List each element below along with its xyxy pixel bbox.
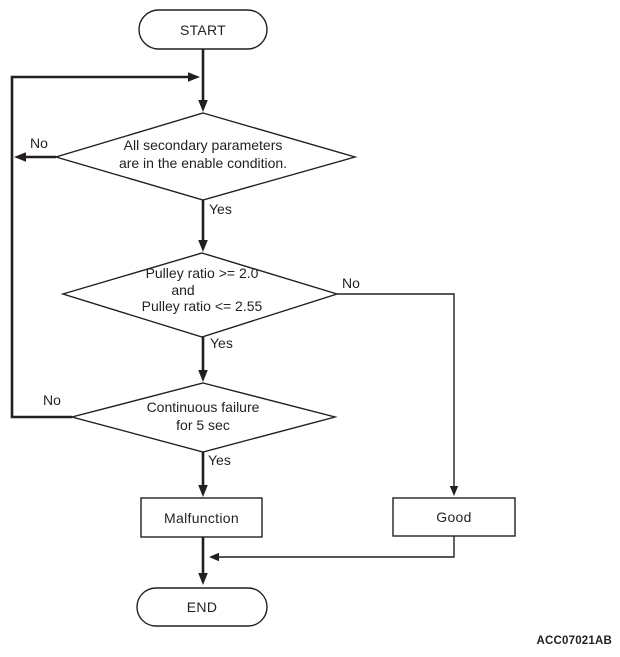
decision2-text-line1: Pulley ratio >= 2.0 [145, 265, 259, 281]
decision3-diamond-shape [69, 382, 338, 453]
decision1-text-line1: All secondary parameters [123, 137, 283, 153]
malfunction-box-shape [140, 497, 263, 538]
good-box-shape [392, 497, 516, 537]
connector-decision2-no-to-good [337, 293, 455, 487]
start-node-shape [138, 9, 268, 50]
decision1-text: All secondary parameters are in the enab… [53, 137, 353, 172]
decision2-text-line3: Pulley ratio <= 2.55 [141, 298, 263, 314]
connector-good-to-merge [218, 536, 455, 558]
decision3-no-label: No [43, 392, 61, 408]
decision3-text-line2: for 5 sec [176, 416, 230, 433]
decision3-yes-label: Yes [208, 452, 231, 468]
decision1-diamond-shape [53, 112, 358, 201]
decision1-no-label: No [30, 135, 48, 151]
main-flow-connectors [10, 49, 205, 574]
arrowhead-good-into-merge [209, 552, 219, 562]
good-box-label: Good [436, 509, 472, 525]
arrowhead-loop-into-main-line [188, 72, 200, 82]
decision1-yes-label: Yes [209, 201, 232, 217]
arrowheads [14, 72, 459, 585]
malfunction-box-label: Malfunction [164, 509, 239, 526]
decision3-text-line1: Continuous failure [146, 399, 260, 415]
arrowhead-into-good [449, 486, 459, 496]
arrowhead-into-decision2 [198, 240, 208, 252]
decision2-diamond-shape [60, 252, 340, 338]
end-node-shape [136, 587, 268, 627]
connector-feedback-loop [10, 75, 189, 419]
decision2-no-label: No [342, 275, 360, 291]
arrowhead-into-decision1 [198, 100, 208, 112]
node-shapes [53, 9, 516, 627]
start-node-label: START [179, 21, 227, 38]
decision2-text-line2: and [171, 281, 195, 298]
arrowhead-decision1-no-into-loop [14, 152, 26, 162]
arrowhead-into-malfunction [198, 485, 208, 497]
decision2-text: Pulley ratio >= 2.0 and Pulley ratio <= … [63, 265, 341, 315]
figure-code: ACC07021AB [536, 635, 612, 647]
decision1-text-line2: are in the enable condition. [118, 154, 288, 171]
arrowhead-into-end [198, 573, 208, 585]
arrowhead-into-decision3 [198, 370, 208, 382]
end-node-label: END [186, 599, 218, 615]
branch-connectors [218, 293, 455, 558]
decision3-text: Continuous failure for 5 sec [72, 399, 334, 434]
decision2-yes-label: Yes [210, 335, 233, 351]
